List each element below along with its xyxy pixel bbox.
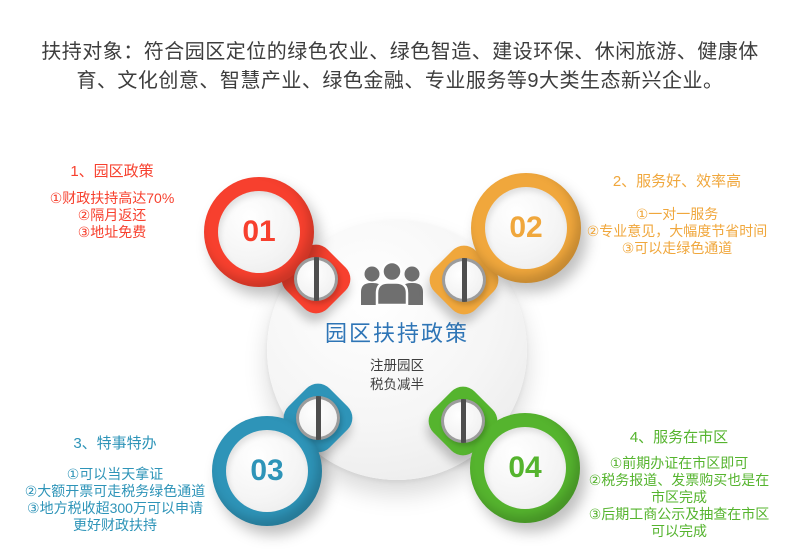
section-4-item: ①前期办证在市区即可: [609, 455, 749, 471]
page-title: 扶持对象：符合园区定位的绿色农业、绿色智造、建设环保、休闲旅游、健康体育、文化创…: [41, 41, 759, 92]
section-3-text: 3、特事特办 ①可以当天拿证 ②大额开票可走税务绿色通道 ③地方税收超300万可…: [22, 434, 208, 534]
number-circle-2-inner: 02: [485, 187, 567, 269]
section-3-title: 3、特事特办: [73, 435, 157, 452]
center-subtitle-line: 税负减半: [370, 377, 424, 392]
step-number-1: 01: [242, 215, 276, 248]
split-circle-icon: [296, 396, 340, 440]
people-group-icon: [361, 261, 423, 305]
section-1-item: ①财政扶持高达70%: [49, 190, 175, 206]
section-3-item: ①可以当天拿证: [66, 466, 164, 482]
center-title: 园区扶持政策: [324, 321, 469, 346]
section-1-text: 1、园区政策 ①财政扶持高达70% ②隔月返还 ③地址免费: [12, 162, 212, 241]
step-number-2: 02: [509, 211, 543, 244]
section-2-item: ①一对一服务: [635, 206, 719, 222]
section-2-item: ②专业意见，大幅度节省时间: [586, 223, 768, 239]
section-1-item: ③地址免费: [77, 224, 147, 240]
section-1-title: 1、园区政策: [70, 163, 154, 180]
section-3-item: ③地方税收超300万可以申请更好财政扶持: [27, 500, 203, 533]
center-subtitle: 注册园区 税负减半: [267, 356, 527, 394]
section-4-text: 4、服务在市区 ①前期办证在市区即可 ②税务报道、发票购买也是在市区完成 ③后期…: [586, 428, 772, 540]
split-circle-icon: [442, 258, 486, 302]
number-circle-4-inner: 04: [484, 427, 566, 509]
section-4-item: ③后期工商公示及抽查在市区可以完成: [588, 506, 770, 539]
section-2-title: 2、服务好、效率高: [612, 173, 742, 190]
section-2-item: ③可以走绿色通道: [621, 240, 733, 256]
section-2-text: 2、服务好、效率高 ①一对一服务 ②专业意见，大幅度节省时间 ③可以走绿色通道: [584, 172, 770, 257]
center-subtitle-line: 注册园区: [370, 358, 424, 373]
split-circle-icon: [294, 257, 338, 301]
section-3-item: ②大额开票可走税务绿色通道: [24, 483, 206, 499]
section-4-title: 4、服务在市区: [629, 429, 729, 446]
number-circle-3-inner: 03: [226, 430, 308, 512]
number-circle-2: 02: [471, 173, 581, 283]
number-circle-4: 04: [470, 413, 580, 523]
step-number-4: 04: [508, 451, 542, 484]
step-number-3: 03: [250, 454, 284, 487]
section-1-item: ②隔月返还: [77, 207, 147, 223]
number-circle-1-inner: 01: [218, 191, 300, 273]
section-4-item: ②税务报道、发票购买也是在市区完成: [588, 472, 770, 505]
split-circle-icon: [441, 399, 485, 443]
